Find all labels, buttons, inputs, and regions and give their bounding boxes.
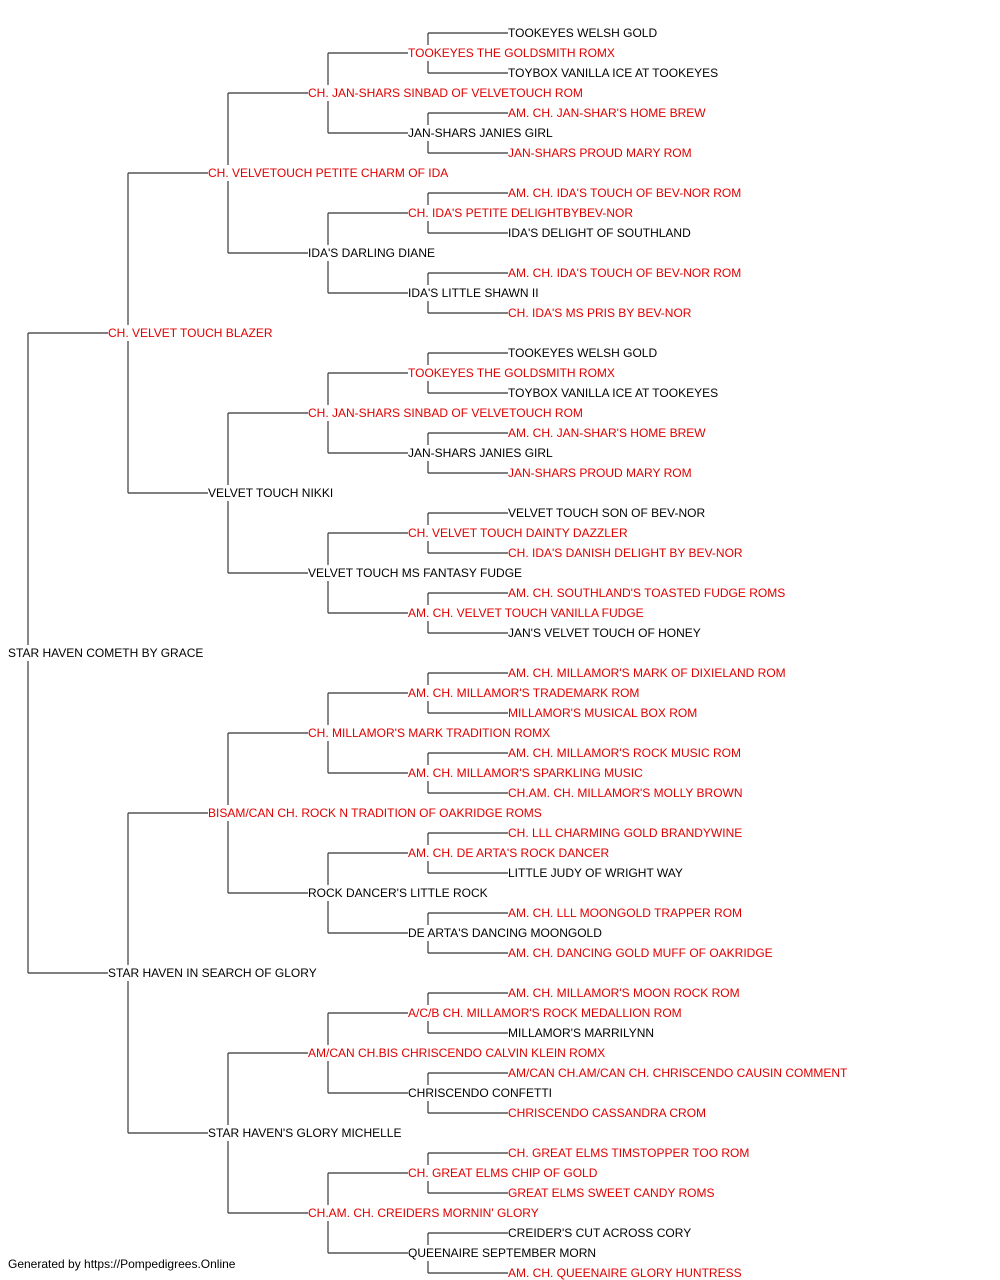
pedigree-entry-gen3: IDA'S DARLING DIANE: [308, 246, 435, 260]
pedigree-entry-gen5: GREAT ELMS SWEET CANDY ROMS: [508, 1186, 715, 1200]
pedigree-entry-gen4: CH. IDA'S PETITE DELIGHTBYBEV-NOR: [408, 206, 633, 220]
pedigree-entry-gen5: AM. CH. SOUTHLAND'S TOASTED FUDGE ROMS: [508, 586, 786, 600]
pedigree-entry-gen5: AM. CH. IDA'S TOUCH OF BEV-NOR ROM: [508, 266, 742, 280]
pedigree-entry-gen5: JAN-SHARS PROUD MARY ROM: [508, 146, 692, 160]
pedigree-entry-gen5: AM. CH. JAN-SHAR'S HOME BREW: [508, 426, 706, 440]
pedigree-entry-gen5: IDA'S DELIGHT OF SOUTHLAND: [508, 226, 691, 240]
pedigree-entry-gen5: LITTLE JUDY OF WRIGHT WAY: [508, 866, 683, 880]
pedigree-entry-gen3: CH. JAN-SHARS SINBAD OF VELVETOUCH ROM: [308, 406, 583, 420]
pedigree-entry-gen4: AM. CH. MILLAMOR'S SPARKLING MUSIC: [408, 766, 643, 780]
pedigree-entry-gen1: CH. VELVET TOUCH BLAZER: [108, 326, 273, 340]
pedigree-entry-gen5: CREIDER'S CUT ACROSS CORY: [508, 1226, 692, 1240]
pedigree-entry-gen5: CHRISCENDO CASSANDRA CROM: [508, 1106, 707, 1120]
pedigree-entry-gen5: JAN'S VELVET TOUCH OF HONEY: [508, 626, 701, 640]
pedigree-entry-gen4: CHRISCENDO CONFETTI: [408, 1086, 552, 1100]
pedigree-entry-gen4: TOOKEYES THE GOLDSMITH ROMX: [408, 366, 615, 380]
pedigree-entry-gen5: AM. CH. DANCING GOLD MUFF OF OAKRIDGE: [508, 946, 773, 960]
pedigree-entry-gen5: TOOKEYES WELSH GOLD: [508, 26, 658, 40]
pedigree-entry-gen4: AM. CH. MILLAMOR'S TRADEMARK ROM: [408, 686, 640, 700]
pedigree-entry-gen5: MILLAMOR'S MUSICAL BOX ROM: [508, 706, 698, 720]
pedigree-entry-gen1: STAR HAVEN IN SEARCH OF GLORY: [108, 966, 317, 980]
pedigree-entry-gen3: ROCK DANCER'S LITTLE ROCK: [308, 886, 488, 900]
generated-by-footer: Generated by https://Pompedigrees.Online: [8, 1257, 236, 1271]
pedigree-entry-gen5: AM. CH. MILLAMOR'S MARK OF DIXIELAND ROM: [508, 666, 786, 680]
pedigree-entry-gen4: AM. CH. DE ARTA'S ROCK DANCER: [408, 846, 610, 860]
pedigree-entry-gen5: TOOKEYES WELSH GOLD: [508, 346, 658, 360]
pedigree-entry-gen2: CH. VELVETOUCH PETITE CHARM OF IDA: [208, 166, 449, 180]
pedigree-entry-gen4: AM. CH. VELVET TOUCH VANILLA FUDGE: [408, 606, 644, 620]
pedigree-entry-gen5: CH. IDA'S MS PRIS BY BEV-NOR: [508, 306, 692, 320]
pedigree-entry-gen5: AM. CH. JAN-SHAR'S HOME BREW: [508, 106, 706, 120]
pedigree-entry-gen3: CH. JAN-SHARS SINBAD OF VELVETOUCH ROM: [308, 86, 583, 100]
pedigree-entry-gen2: BISAM/CAN CH. ROCK N TRADITION OF OAKRID…: [208, 806, 542, 820]
pedigree-entry-gen4: DE ARTA'S DANCING MOONGOLD: [408, 926, 602, 940]
pedigree-entry-gen4: CH. GREAT ELMS CHIP OF GOLD: [408, 1166, 598, 1180]
pedigree-entry-gen5: AM. CH. MILLAMOR'S MOON ROCK ROM: [508, 986, 740, 1000]
pedigree-entry-gen4: JAN-SHARS JANIES GIRL: [408, 126, 553, 140]
pedigree-entry-gen5: CH.AM. CH. MILLAMOR'S MOLLY BROWN: [508, 786, 743, 800]
pedigree-entry-gen3: VELVET TOUCH MS FANTASY FUDGE: [308, 566, 523, 580]
pedigree-entry-gen3: CH.AM. CH. CREIDERS MORNIN' GLORY: [308, 1206, 539, 1220]
pedigree-entry-gen4: CH. VELVET TOUCH DAINTY DAZZLER: [408, 526, 628, 540]
pedigree-entry-gen5: TOYBOX VANILLA ICE AT TOOKEYES: [508, 386, 719, 400]
pedigree-entry-gen0: STAR HAVEN COMETH BY GRACE: [8, 646, 204, 660]
pedigree-entry-gen5: AM. CH. LLL MOONGOLD TRAPPER ROM: [508, 906, 743, 920]
pedigree-entry-gen5: AM. CH. IDA'S TOUCH OF BEV-NOR ROM: [508, 186, 742, 200]
pedigree-entry-gen4: JAN-SHARS JANIES GIRL: [408, 446, 553, 460]
pedigree-entry-gen5: CH. IDA'S DANISH DELIGHT BY BEV-NOR: [508, 546, 743, 560]
pedigree-entry-gen5: AM. CH. MILLAMOR'S ROCK MUSIC ROM: [508, 746, 741, 760]
pedigree-entry-gen5: CH. LLL CHARMING GOLD BRANDYWINE: [508, 826, 743, 840]
pedigree-entry-gen5: AM/CAN CH.AM/CAN CH. CHRISCENDO CAUSIN C…: [508, 1066, 848, 1080]
pedigree-entry-gen5: JAN-SHARS PROUD MARY ROM: [508, 466, 692, 480]
pedigree-entry-gen4: A/C/B CH. MILLAMOR'S ROCK MEDALLION ROM: [408, 1006, 682, 1020]
pedigree-entry-gen5: TOYBOX VANILLA ICE AT TOOKEYES: [508, 66, 719, 80]
pedigree-entry-gen5: AM. CH. QUEENAIRE GLORY HUNTRESS: [508, 1266, 742, 1280]
pedigree-entry-gen4: QUEENAIRE SEPTEMBER MORN: [408, 1246, 597, 1260]
pedigree-entry-gen4: IDA'S LITTLE SHAWN II: [408, 286, 539, 300]
pedigree-entry-gen3: CH. MILLAMOR'S MARK TRADITION ROMX: [308, 726, 551, 740]
pedigree-entry-gen3: AM/CAN CH.BIS CHRISCENDO CALVIN KLEIN RO…: [308, 1046, 606, 1060]
pedigree-entry-gen5: VELVET TOUCH SON OF BEV-NOR: [508, 506, 706, 520]
pedigree-entry-gen5: MILLAMOR'S MARRILYNN: [508, 1026, 655, 1040]
pedigree-entry-gen2: STAR HAVEN'S GLORY MICHELLE: [208, 1126, 402, 1140]
pedigree-entry-gen2: VELVET TOUCH NIKKI: [208, 486, 334, 500]
pedigree-entry-gen5: CH. GREAT ELMS TIMSTOPPER TOO ROM: [508, 1146, 750, 1160]
pedigree-entry-gen4: TOOKEYES THE GOLDSMITH ROMX: [408, 46, 615, 60]
